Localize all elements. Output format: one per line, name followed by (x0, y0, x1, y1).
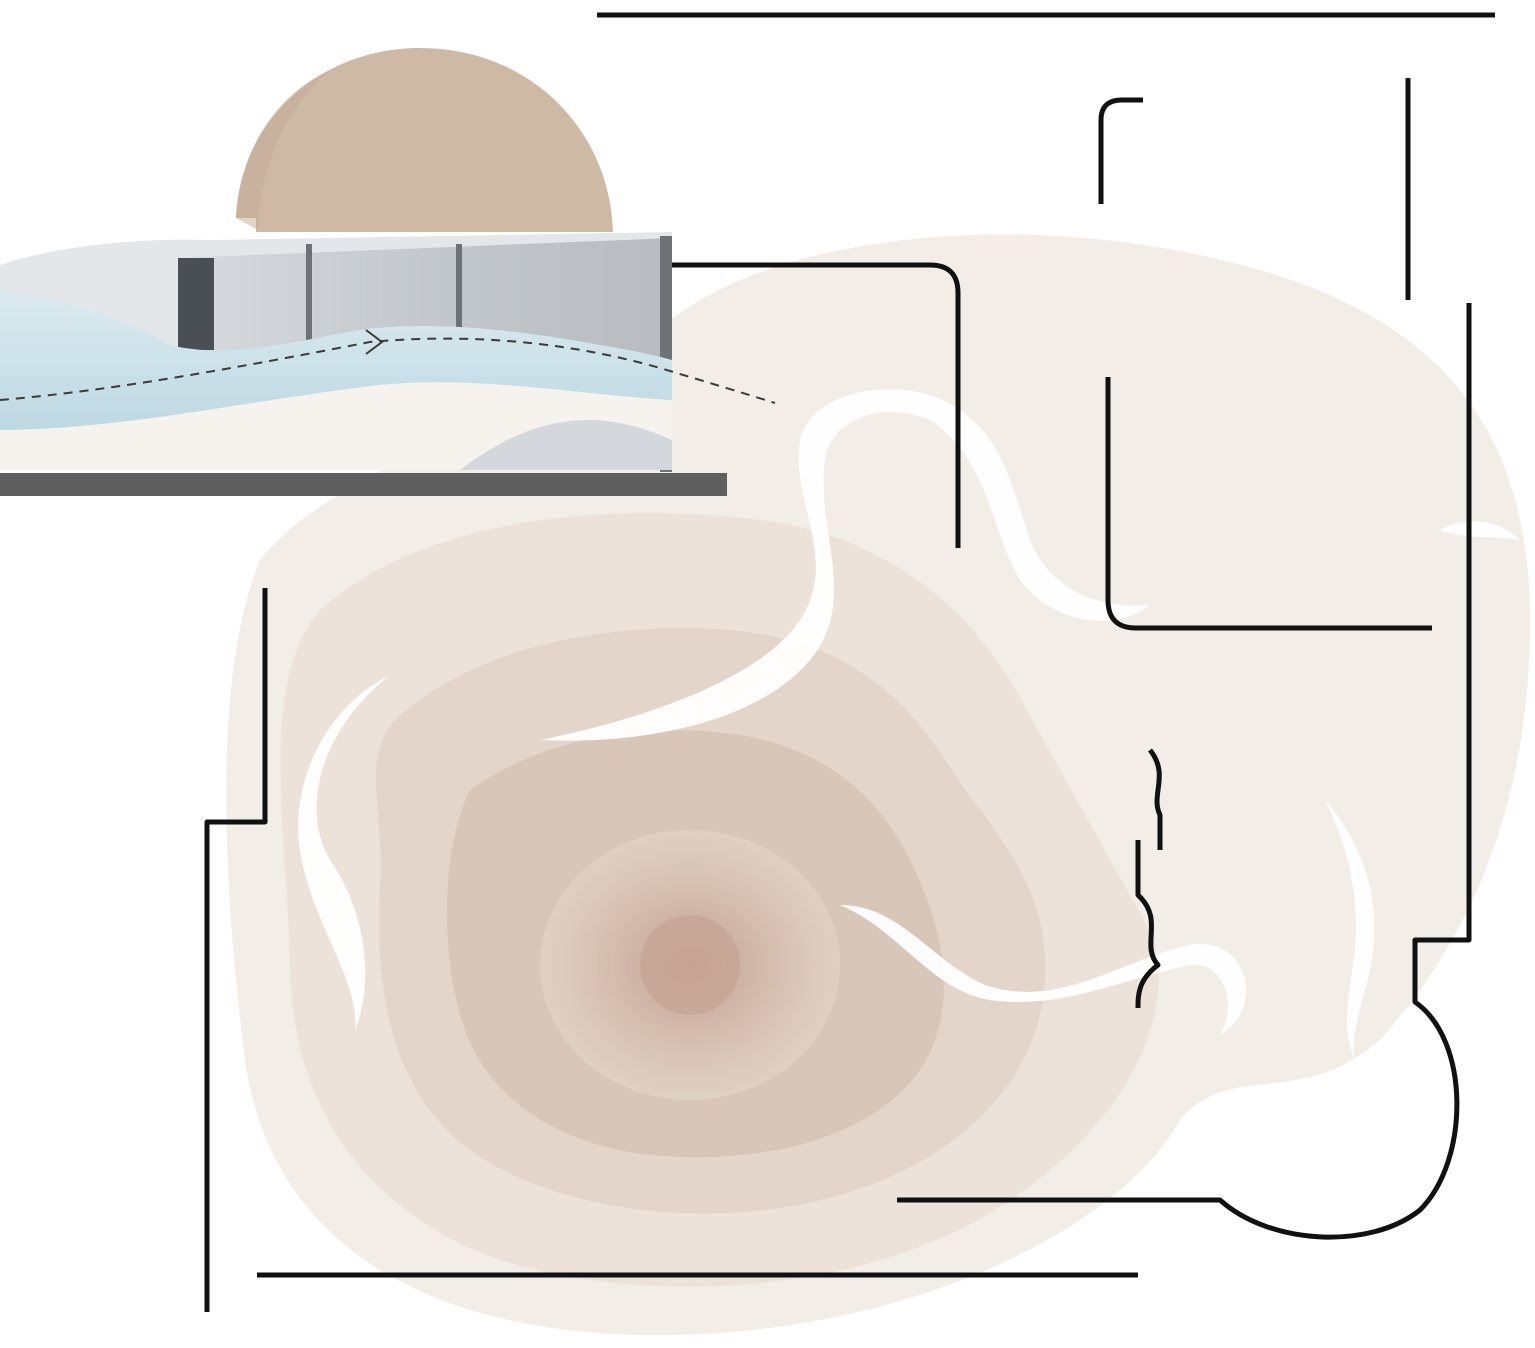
section-dark-door (178, 258, 214, 350)
section-wall-divider-1 (306, 244, 312, 344)
section-wall-divider-2 (456, 244, 462, 334)
terrain-core-center (640, 915, 740, 1015)
wall-line-hook-top (1101, 100, 1143, 204)
section-ground-slab (0, 473, 727, 496)
section-cut (0, 232, 775, 496)
dome-shape (236, 48, 613, 232)
